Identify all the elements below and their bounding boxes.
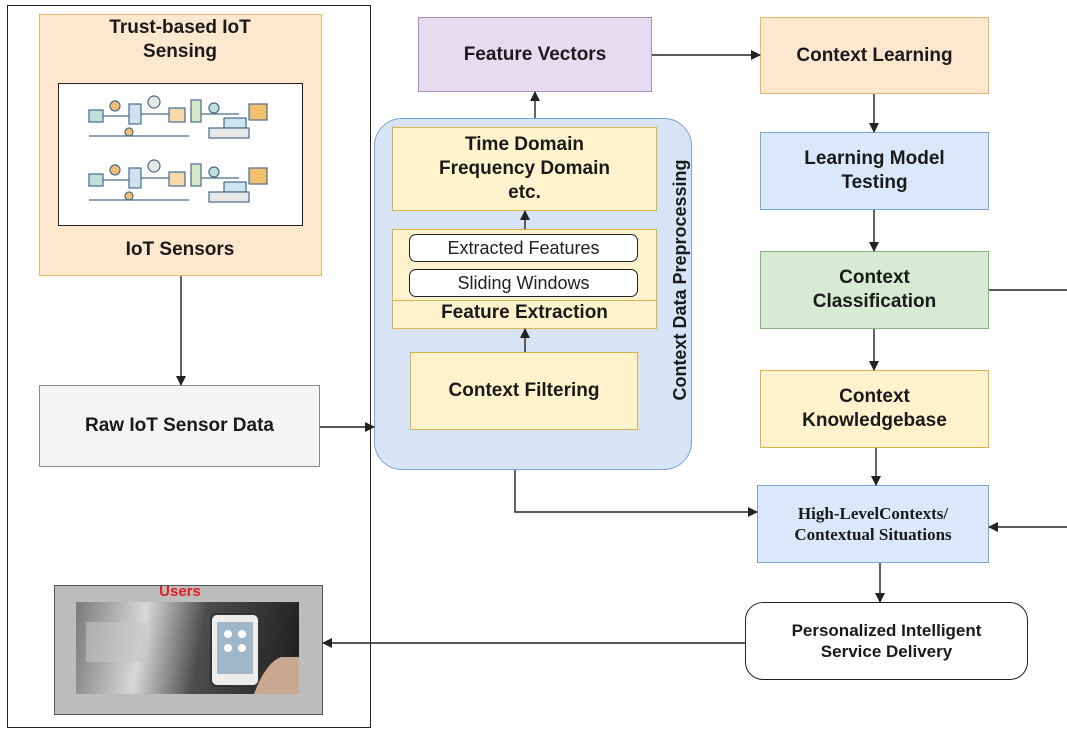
extracted-features-pill: Extracted Features (409, 234, 638, 262)
feature-vectors-box: Feature Vectors (418, 17, 652, 92)
context-filtering-box: Context Filtering (410, 352, 638, 430)
time-frequency-domain-box: Time Domain Frequency Domain etc. (392, 127, 657, 211)
iot-sensors-label: IoT Sensors (125, 239, 235, 261)
preprocessing-to-contexts-arrow (514, 470, 758, 517)
users-label: Users (159, 582, 201, 600)
smartphone-home-photo-icon (76, 602, 299, 694)
iot-sensors-illustration (58, 83, 303, 226)
feature-extraction-label: Feature Extraction (441, 302, 608, 324)
trust-iot-sensing-title: Trust-based IoT Sensing (109, 17, 251, 62)
sliding-windows-pill: Sliding Windows (409, 269, 638, 297)
feature-extraction-divider (392, 300, 657, 301)
raw-iot-sensor-data-box: Raw IoT Sensor Data (39, 385, 320, 467)
left-panel-frame (7, 5, 371, 728)
high-level-contexts-box: High-LevelContexts/ Contextual Situation… (757, 485, 989, 563)
learning-model-testing-box: Learning Model Testing (760, 132, 989, 210)
phone-hand-icon (86, 613, 299, 694)
iot-devices-icon (88, 95, 268, 203)
service-delivery-box: Personalized Intelligent Service Deliver… (745, 602, 1028, 680)
context-learning-box: Context Learning (760, 17, 989, 94)
